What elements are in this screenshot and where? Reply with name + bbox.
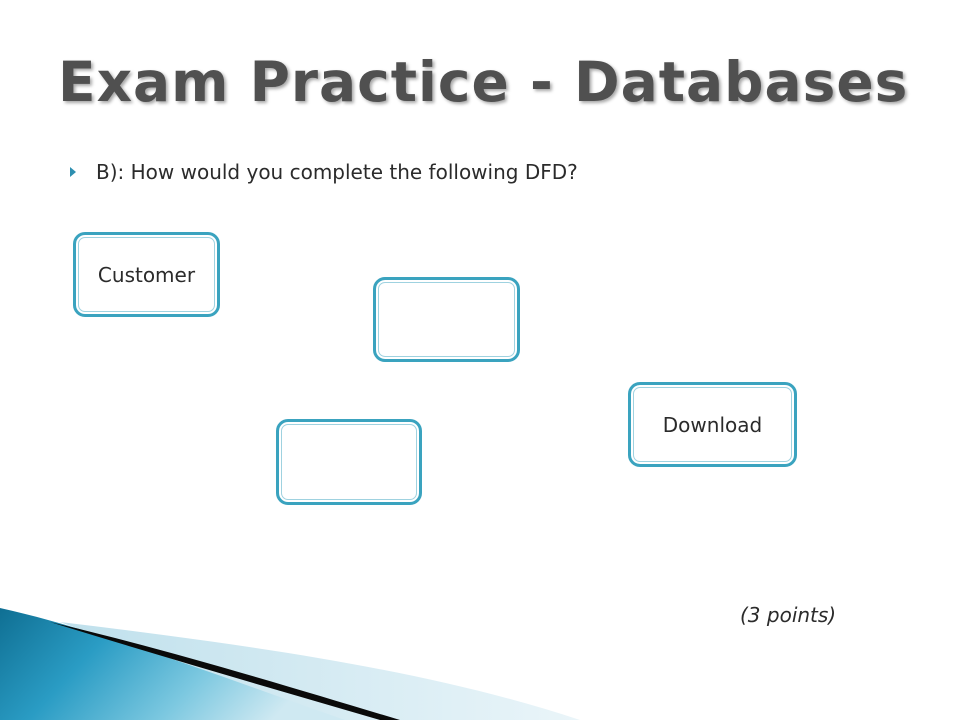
dfd-box-download: Download [628,382,797,467]
pale-wave-band [60,622,580,720]
points-label: (3 points) [740,603,837,627]
dfd-box-blank-2 [276,419,422,505]
black-swoosh [50,622,400,720]
question-bullet: B): How would you complete the following… [70,160,578,184]
triangle-right-bullet-icon [70,167,76,177]
dfd-box-customer: Customer [73,232,220,317]
dfd-box-blank-1 [373,277,520,362]
question-text: B): How would you complete the following… [96,160,578,184]
slide-title: Exam Practice - Databases [58,50,909,114]
blue-wave-band [0,608,345,720]
